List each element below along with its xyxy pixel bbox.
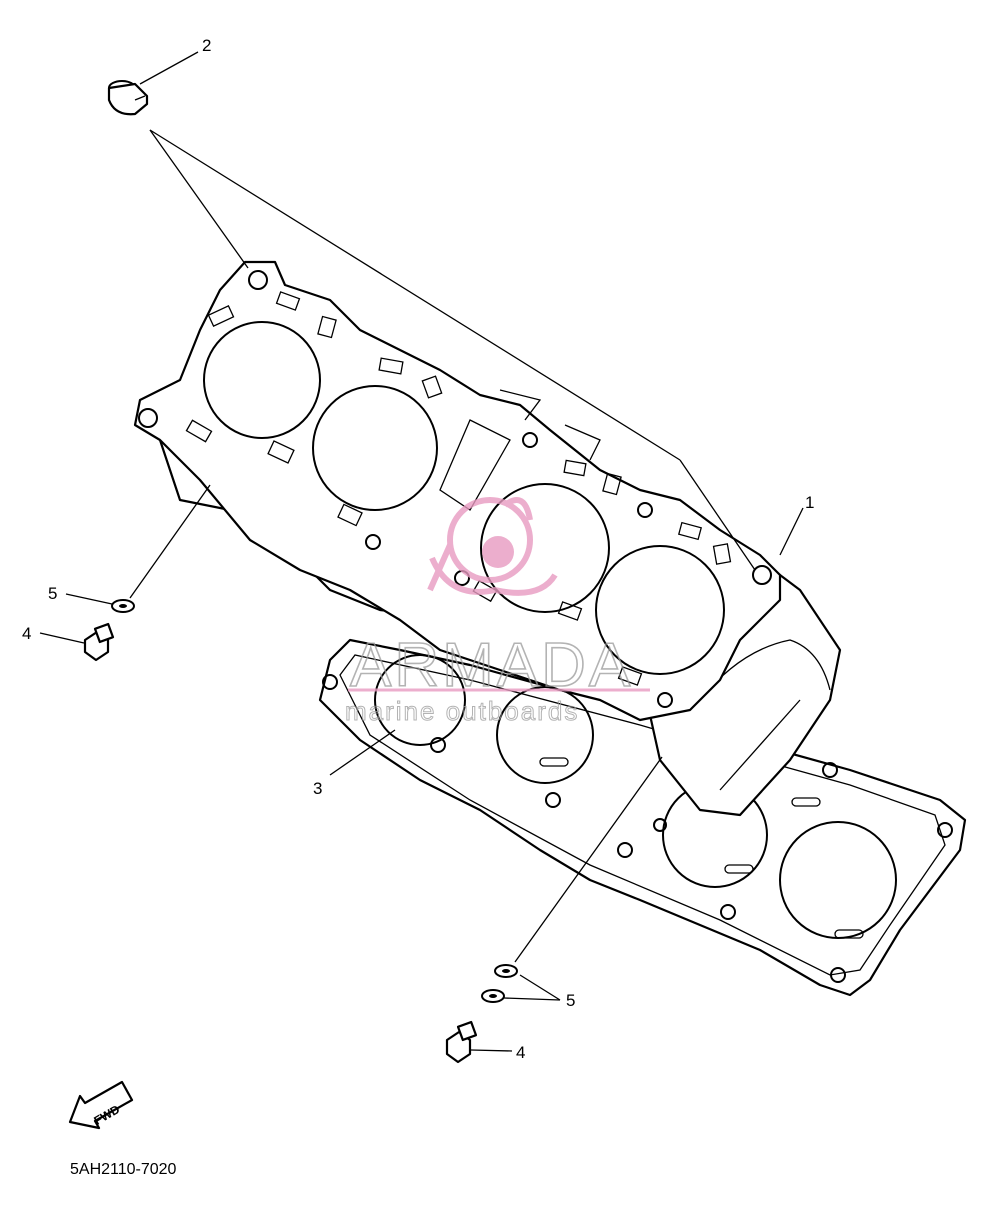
washer-right-upper <box>494 964 518 978</box>
watermark-tagline: marine outboards <box>345 696 579 726</box>
callout-2: 2 <box>202 36 211 55</box>
callout-5-right: 5 <box>566 991 575 1010</box>
bolt-left <box>83 622 115 662</box>
bolt-right <box>445 1020 478 1064</box>
part-number: 5AH2110-7020 <box>70 1161 177 1178</box>
callout-3: 3 <box>313 779 322 798</box>
washer-left <box>111 599 135 613</box>
callout-4-left: 4 <box>22 624 31 643</box>
callout-1: 1 <box>805 493 814 512</box>
leader-lines <box>39 51 804 1052</box>
dowel-pin <box>107 80 149 116</box>
callout-5-left: 5 <box>48 584 57 603</box>
forward-arrow-icon: FWD <box>68 1080 134 1130</box>
callout-4-right: 4 <box>516 1043 525 1062</box>
watermark-logo-icon <box>427 497 558 596</box>
washer-right-lower <box>481 989 505 1003</box>
